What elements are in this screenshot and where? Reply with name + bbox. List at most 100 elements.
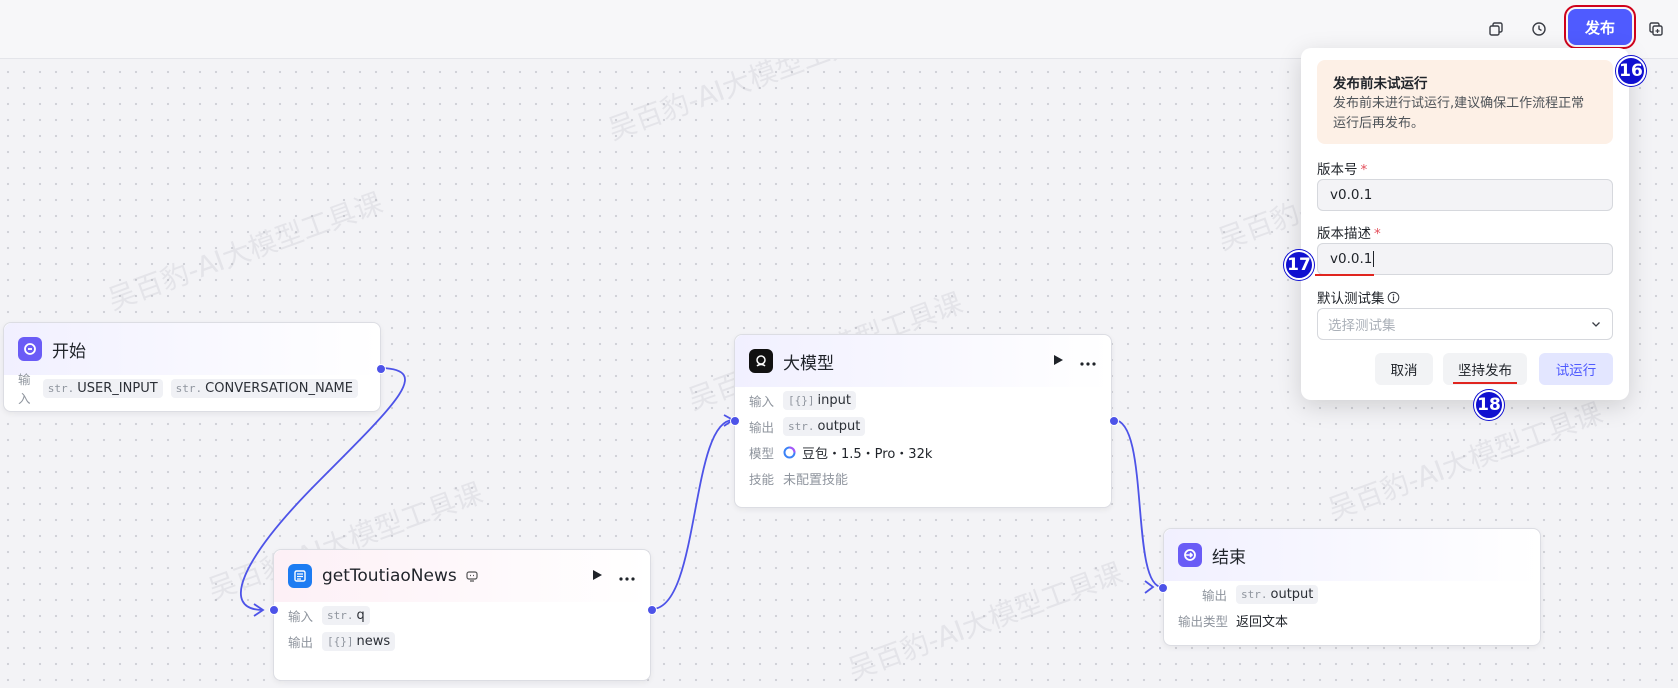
history-icon[interactable] xyxy=(1524,14,1554,44)
node-title: getToutiaoNews xyxy=(322,566,457,586)
type-label: str. xyxy=(327,608,354,622)
node-title: 开始 xyxy=(52,341,86,362)
edge-llm-to-end xyxy=(1113,419,1163,588)
info-icon[interactable] xyxy=(1387,291,1400,304)
input-port[interactable] xyxy=(269,605,279,615)
skill-label: 技能 xyxy=(749,471,775,487)
output-label: 输出 xyxy=(288,634,314,650)
output-row: 输出 [{}]news xyxy=(274,628,650,654)
description-label: 版本描述* xyxy=(1317,226,1381,242)
testset-select[interactable]: 选择测试集 xyxy=(1317,308,1613,340)
news-icon xyxy=(288,564,312,588)
output-type-value: 返回文本 xyxy=(1236,614,1289,630)
input-label: 输入 xyxy=(749,393,775,409)
more-icon[interactable] xyxy=(618,567,636,586)
input-row: 输入 [{}]input xyxy=(735,387,1111,413)
top-toolbar: 发布 xyxy=(0,0,1678,59)
param-name: CONVERSATION_NAME xyxy=(205,380,353,396)
watermark: 吴百豹-AI大模型工具课 xyxy=(103,186,387,317)
param-tag: [{}]input xyxy=(783,390,856,410)
node-title: 结束 xyxy=(1212,547,1246,568)
model-row: 模型 豆包・1.5・Pro・32k xyxy=(735,439,1111,465)
type-label: [{}] xyxy=(327,634,354,648)
param-name: news xyxy=(356,633,391,649)
annotation-badge-17: 17 xyxy=(1284,250,1314,280)
param-tag: str.q xyxy=(322,605,370,625)
param-tag: str.USER_INPUT xyxy=(42,378,163,398)
annotation-badge-16: 16 xyxy=(1616,56,1646,86)
version-label: 版本号* xyxy=(1317,162,1368,178)
param-name: output xyxy=(1270,586,1314,602)
input-row: 输入 str.USER_INPUT str.CONVERSATION_NAME xyxy=(4,372,380,406)
output-label: 输出 xyxy=(749,419,775,435)
force-publish-button[interactable]: 坚持发布 xyxy=(1443,353,1527,385)
type-label: str. xyxy=(175,381,203,395)
watermark: 吴百豹-AI大模型工具课 xyxy=(843,556,1127,687)
llm-icon xyxy=(749,349,773,373)
param-tag: str.output xyxy=(783,416,866,436)
arrow-head xyxy=(253,603,265,617)
param-name: USER_INPUT xyxy=(77,380,158,396)
output-row: 输出 str.output xyxy=(1164,581,1540,607)
skill-value: 未配置技能 xyxy=(783,472,849,488)
node-header: 大模型 xyxy=(735,335,1111,387)
end-node[interactable]: 结束 输出 str.output 输出类型 返回文本 xyxy=(1163,528,1541,646)
type-label: str. xyxy=(788,419,815,433)
param-tag: str.output xyxy=(1236,584,1319,604)
annotation-underline xyxy=(1453,382,1517,384)
trial-run-button[interactable]: 试运行 xyxy=(1539,353,1613,385)
param-name: q xyxy=(356,607,365,623)
output-label: 输出 xyxy=(1202,587,1228,603)
param-tag: [{}]news xyxy=(322,631,396,651)
output-type-row: 输出类型 返回文本 xyxy=(1164,607,1540,633)
model-value: 豆包・1.5・Pro・32k xyxy=(802,446,933,462)
type-label: str. xyxy=(47,381,75,395)
more-icon[interactable] xyxy=(1079,352,1097,371)
untested-warning: 发布前未试运行 发布前未进行试运行,建议确保工作流程正常运行后再发布。 xyxy=(1317,60,1613,144)
warning-body: 发布前未进行试运行,建议确保工作流程正常运行后再发布。 xyxy=(1333,96,1585,131)
param-name: output xyxy=(817,418,861,434)
skill-row: 技能 未配置技能 xyxy=(735,465,1111,491)
input-port[interactable] xyxy=(1158,583,1168,593)
node-header: 结束 xyxy=(1164,529,1540,581)
run-icon[interactable] xyxy=(1051,352,1065,371)
llm-node[interactable]: 大模型 输入 [{}]input 输出 str.output 模型 豆包・1.5… xyxy=(734,334,1112,508)
news-plugin-node[interactable]: getToutiaoNews 输入 str.q 输出 [{}]news xyxy=(273,549,651,681)
chevron-down-icon xyxy=(1590,318,1602,330)
watermark: 吴百豹-AI大模型工具课 xyxy=(1323,396,1607,527)
annotation-badge-18: 18 xyxy=(1474,390,1504,420)
warning-title: 发布前未试运行 xyxy=(1333,76,1428,92)
publish-button[interactable]: 发布 xyxy=(1564,5,1636,49)
copy-icon[interactable] xyxy=(1481,14,1511,44)
type-label: [{}] xyxy=(788,393,815,407)
description-input[interactable]: v0.0.1 xyxy=(1317,243,1613,275)
output-port[interactable] xyxy=(376,364,386,374)
model-label: 模型 xyxy=(749,445,775,461)
publish-popover: 发布前未试运行 发布前未进行试运行,建议确保工作流程正常运行后再发布。 版本号*… xyxy=(1301,48,1629,400)
output-port[interactable] xyxy=(1109,416,1119,426)
plugin-icon xyxy=(465,569,479,583)
param-name: input xyxy=(817,392,851,408)
cancel-button[interactable]: 取消 xyxy=(1375,353,1433,385)
output-type-label: 输出类型 xyxy=(1178,613,1229,629)
start-icon xyxy=(18,337,42,361)
edge-news-to-llm xyxy=(651,419,734,610)
node-title: 大模型 xyxy=(783,353,834,374)
output-row: 输出 str.output xyxy=(735,413,1111,439)
end-icon xyxy=(1178,543,1202,567)
run-icon[interactable] xyxy=(590,567,604,586)
input-row: 输入 str.q xyxy=(274,602,650,628)
output-port[interactable] xyxy=(647,605,657,615)
version-input[interactable]: v0.0.1 xyxy=(1317,179,1613,211)
node-header: getToutiaoNews xyxy=(274,550,650,602)
param-tag: str.CONVERSATION_NAME xyxy=(170,378,358,398)
doubao-icon xyxy=(783,446,796,459)
type-label: str. xyxy=(1241,587,1268,601)
annotation-underline xyxy=(1315,274,1374,276)
duplicate-icon[interactable] xyxy=(1641,14,1671,44)
start-node[interactable]: 开始 输入 str.USER_INPUT str.CONVERSATION_NA… xyxy=(3,322,381,412)
input-label: 输入 xyxy=(18,372,31,406)
arrow-head xyxy=(1144,580,1155,594)
input-port[interactable] xyxy=(730,416,740,426)
node-header: 开始 xyxy=(4,323,380,375)
